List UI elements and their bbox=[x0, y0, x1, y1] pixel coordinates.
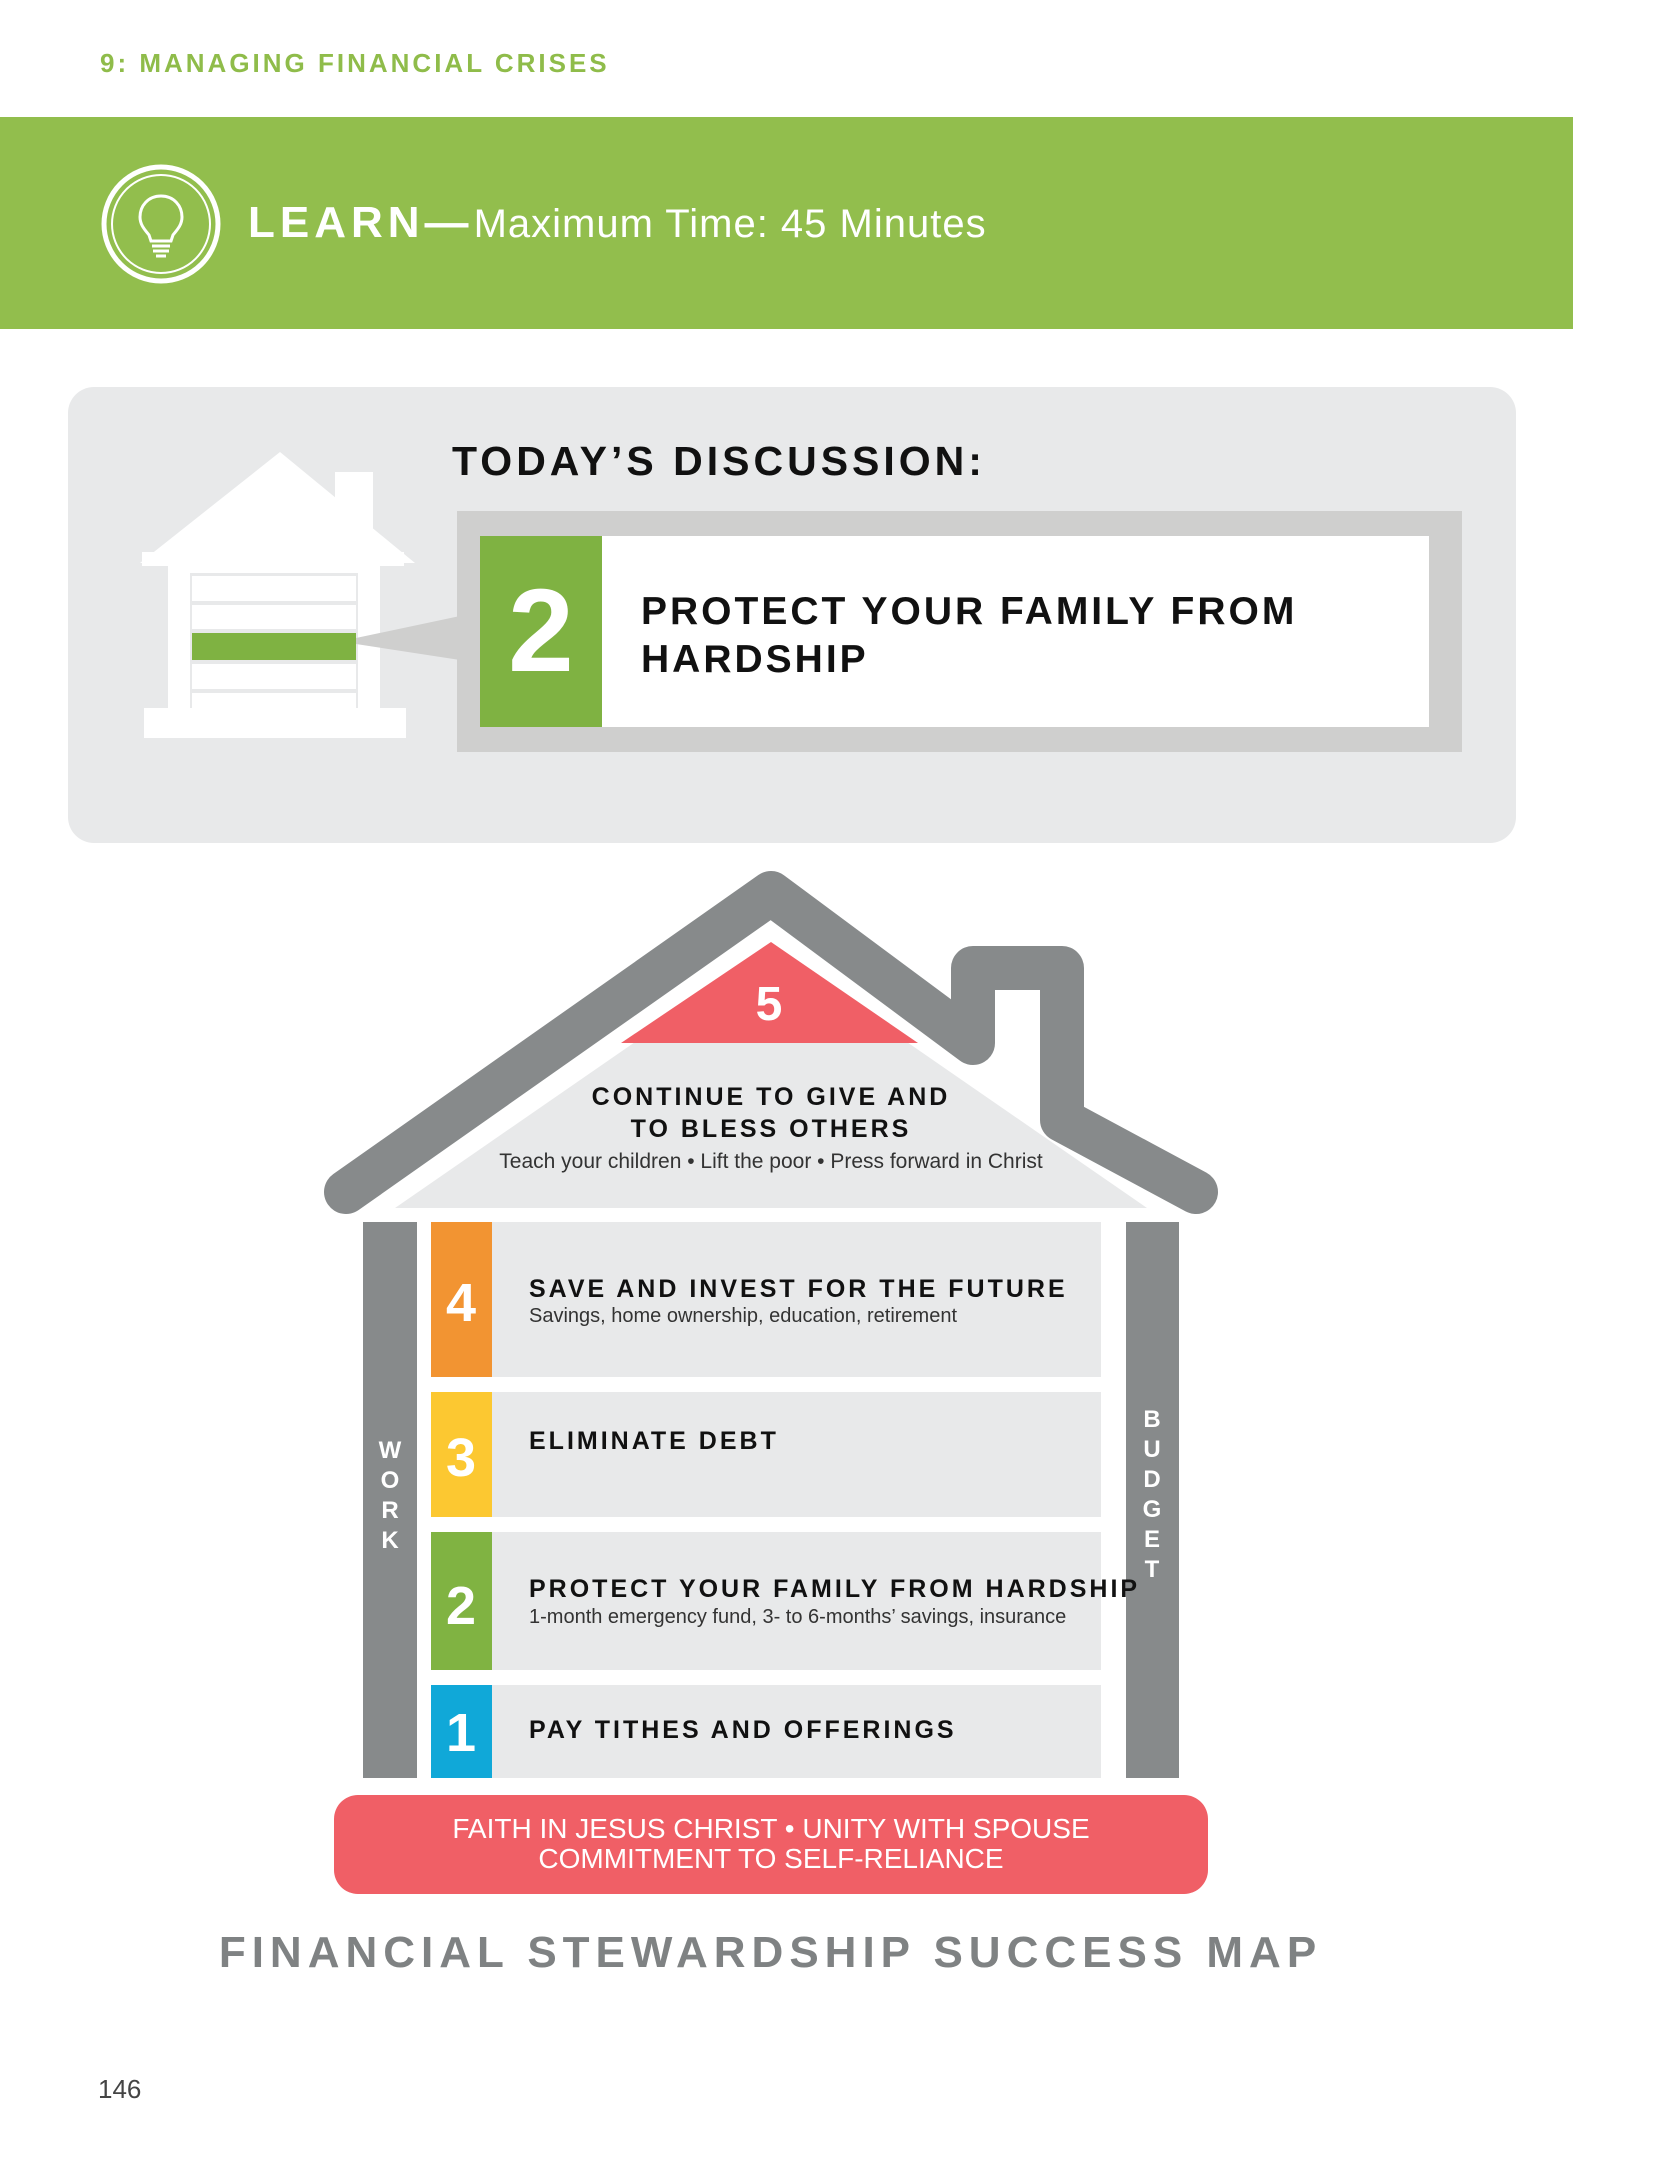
level-color-block bbox=[431, 1222, 492, 1377]
level-color-block bbox=[431, 1532, 492, 1670]
map-title: FINANCIAL STEWARDSHIP SUCCESS MAP bbox=[218, 1928, 1323, 1977]
learn-banner bbox=[0, 117, 1573, 329]
discussion-text: PROTECT YOUR FAMILY FROM HARDSHIP bbox=[641, 590, 1298, 681]
budget-pillar bbox=[1126, 1222, 1179, 1778]
level-title: PAY TITHES AND OFFERINGS bbox=[529, 1716, 957, 1744]
work-letter: K bbox=[381, 1527, 399, 1554]
level-3: 3 ELIMINATE DEBT bbox=[431, 1392, 1101, 1517]
page-number: 146 bbox=[98, 2074, 142, 2104]
house-icon bbox=[140, 452, 460, 738]
level-number: 4 bbox=[446, 1273, 476, 1333]
discussion-title: TODAY’S DISCUSSION: bbox=[452, 438, 986, 484]
roof-number: 5 bbox=[756, 978, 783, 1031]
level-number: 2 bbox=[446, 1576, 476, 1636]
level-color-block bbox=[431, 1685, 492, 1778]
work-letter: O bbox=[381, 1467, 400, 1494]
foundation-line2: COMMITMENT TO SELF-RELIANCE bbox=[538, 1843, 1003, 1874]
level-4: 4 SAVE AND INVEST FOR THE FUTURESavings, … bbox=[431, 1222, 1101, 1377]
work-letter: W bbox=[379, 1437, 402, 1464]
budget-letter: U bbox=[1143, 1436, 1160, 1463]
foundation bbox=[334, 1795, 1208, 1894]
learn-heading: LEARN—Maximum Time: 45 Minutes bbox=[248, 198, 987, 248]
level-panel bbox=[431, 1392, 1101, 1517]
foundation-line1: FAITH IN JESUS CHRIST • UNITY WITH SPOUS… bbox=[452, 1813, 1089, 1844]
roof-title-line1: CONTINUE TO GIVE AND bbox=[592, 1083, 951, 1111]
roof: 5 CONTINUE TO GIVE AND TO BLESS OTHERS T… bbox=[324, 871, 1218, 1214]
discussion-number: 2 bbox=[480, 536, 602, 727]
learn-time: Maximum Time: 45 Minutes bbox=[473, 202, 987, 246]
level-panel bbox=[431, 1532, 1101, 1670]
work-letter: R bbox=[381, 1497, 398, 1524]
work-pillar bbox=[363, 1222, 417, 1778]
level-number: 3 bbox=[446, 1428, 476, 1488]
roof-title-line2: TO BLESS OTHERS bbox=[631, 1115, 912, 1143]
level-1: 1 PAY TITHES AND OFFERINGS bbox=[431, 1685, 1101, 1778]
learn-label: LEARN— bbox=[248, 198, 474, 247]
level-title: ELIMINATE DEBT bbox=[529, 1427, 779, 1455]
roof-level-5-triangle bbox=[621, 942, 918, 1043]
budget-letter: G bbox=[1143, 1496, 1162, 1523]
level-color-block bbox=[431, 1392, 492, 1517]
level-number: 1 bbox=[446, 1703, 476, 1763]
level-title: SAVE AND INVEST FOR THE FUTURE bbox=[529, 1275, 1068, 1303]
budget-letter: B bbox=[1143, 1406, 1160, 1433]
roof-subtitle: Teach your children • Lift the poor • Pr… bbox=[499, 1150, 1043, 1173]
chapter-title: 9: MANAGING FINANCIAL CRISES bbox=[100, 48, 610, 78]
discussion-card bbox=[480, 536, 1429, 727]
budget-letter: T bbox=[1145, 1556, 1160, 1583]
success-map-house: 5 CONTINUE TO GIVE AND TO BLESS OTHERS T… bbox=[324, 871, 1218, 1894]
lightbulb-icon bbox=[101, 164, 221, 284]
level-subtitle: 1-month emergency fund, 3- to 6-months’ … bbox=[529, 1606, 1066, 1628]
budget-letter: E bbox=[1144, 1526, 1160, 1553]
level-panel bbox=[431, 1685, 1101, 1778]
level-panel bbox=[431, 1222, 1101, 1377]
level-subtitle: Savings, home ownership, education, reti… bbox=[529, 1305, 957, 1327]
level-2: 2 PROTECT YOUR FAMILY FROM HARDSHIP 1-mont… bbox=[431, 1532, 1140, 1670]
map-levels: 4 SAVE AND INVEST FOR THE FUTURESavings, … bbox=[431, 1222, 1140, 1778]
level-title: PROTECT YOUR FAMILY FROM HARDSHIP bbox=[529, 1575, 1140, 1603]
budget-letter: D bbox=[1143, 1466, 1160, 1493]
